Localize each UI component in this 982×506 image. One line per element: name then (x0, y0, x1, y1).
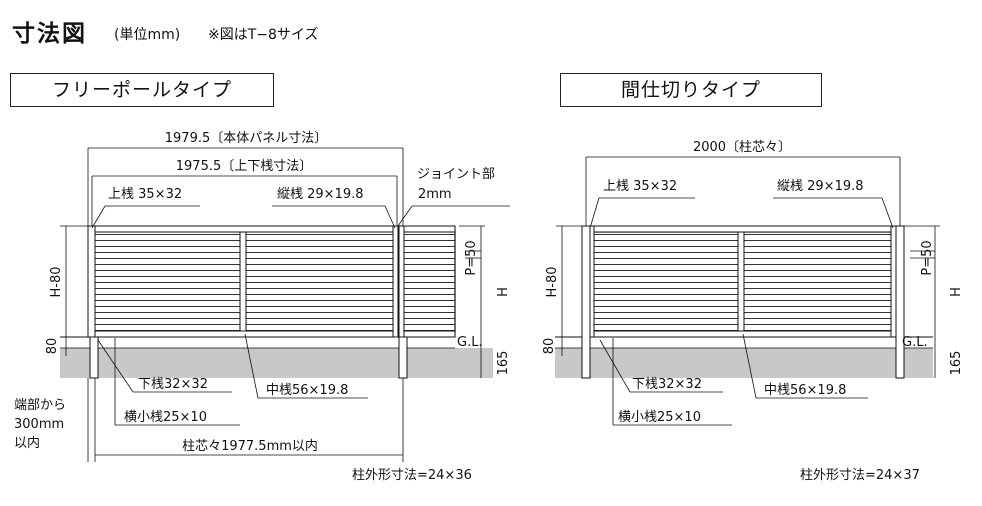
left-end-note-1: 端部から (14, 398, 66, 413)
left-slat-label: 横小桟25×10 (124, 410, 207, 425)
left-middle-bar-label: 中桟56×19.8 (266, 383, 348, 398)
right-middle-bar-label: 中桟56×19.8 (764, 383, 846, 398)
left-fence-diagram: 1979.5〔本体パネル寸法〕 1975.5〔上下桟寸法〕 ジョイント部 2mm… (14, 131, 511, 483)
left-h80-label: H-80 (49, 266, 64, 297)
right-vertical-bar-a (589, 225, 595, 338)
left-end-note-2: 300mm (14, 417, 64, 432)
left-vertical-bar-c (398, 225, 405, 338)
right-h80-label: H-80 (545, 266, 560, 297)
left-80-label: 80 (45, 338, 60, 355)
left-vertical-bar-a (87, 225, 96, 338)
right-post-a (581, 225, 591, 379)
right-p50-label: P=50 (920, 240, 935, 275)
left-top-rail-label: 上桟 35×32 (108, 187, 182, 202)
header-unit: (単位mm) (114, 27, 181, 43)
left-post-foot-a (89, 336, 99, 379)
right-type-label: 間仕切りタイプ (560, 73, 822, 107)
left-end-note-3: 以内 (14, 435, 40, 451)
right-post-size-label: 柱外形寸法=24×37 (800, 468, 920, 483)
right-vertical-bar-b (890, 225, 897, 338)
left-vertical-bar-b (392, 225, 399, 338)
left-post-pitch-label: 柱芯々1977.5mm以内 (182, 438, 318, 454)
left-ground (60, 348, 493, 378)
left-165-label: 165 (496, 351, 511, 376)
left-post-foot-b (398, 336, 408, 379)
left-middle-bar (239, 231, 247, 332)
right-fence-diagram: 2000〔柱芯々〕 上桟 35×32 縦桟 29×19.8 H-80 80 P=… (542, 140, 964, 483)
right-bottom-rail-label: 下桟32×32 (632, 377, 702, 392)
right-vertical-bar-label: 縦桟 29×19.8 (777, 179, 864, 194)
right-h-label: H (949, 287, 964, 297)
left-dim-rail: 1975.5〔上下桟寸法〕 (176, 159, 313, 174)
right-gl-label: G.L. (902, 335, 928, 350)
right-dim-pitch: 2000〔柱芯々〕 (693, 140, 791, 155)
header-note: ※図はT−8サイズ (208, 27, 319, 43)
right-top-rail (589, 225, 897, 233)
left-p50-label: P=50 (464, 240, 479, 275)
right-80-label: 80 (542, 338, 557, 355)
left-joint-label-1: ジョイント部 (417, 167, 495, 182)
left-h-label: H (496, 287, 511, 297)
left-post-size-label: 柱外形寸法=24×36 (352, 468, 472, 483)
left-gl-label: G.L. (457, 335, 483, 350)
left-panel-2 (398, 229, 456, 335)
left-vertical-bar-label: 縦桟 29×19.8 (277, 187, 364, 202)
right-165-label: 165 (949, 351, 964, 376)
right-middle-bar (737, 231, 745, 332)
left-bottom-rail-label: 下桟32×32 (138, 377, 208, 392)
left-dim-panel: 1979.5〔本体パネル寸法〕 (165, 131, 328, 146)
left-type-label: フリーポールタイプ (10, 73, 274, 107)
right-slat-label: 横小桟25×10 (618, 410, 701, 425)
right-ground (555, 348, 933, 378)
header-title: 寸法図 (12, 21, 87, 47)
right-post-b (895, 225, 905, 379)
right-top-rail-label: 上桟 35×32 (603, 179, 677, 194)
left-joint-label-2: 2mm (418, 187, 452, 202)
